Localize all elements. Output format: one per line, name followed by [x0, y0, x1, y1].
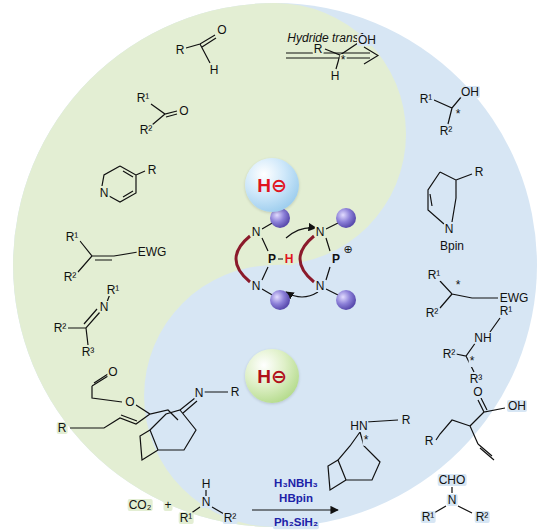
atom-label: R² — [425, 307, 440, 319]
atom-label: R — [474, 166, 485, 178]
atom-label: N — [251, 280, 262, 292]
atom-label: OH — [507, 400, 527, 412]
atom-label: N — [99, 187, 110, 199]
atom-label: CO₂ — [128, 499, 153, 511]
atom-label: * — [363, 434, 370, 446]
atom-label: O — [216, 24, 227, 36]
atom-label: H — [330, 70, 341, 82]
atom-label: R³ — [469, 373, 484, 385]
atom-label: R³ — [81, 346, 96, 358]
atom-label: R — [401, 414, 412, 426]
transfer-arrow — [286, 47, 378, 64]
atom-label: R² — [53, 322, 68, 334]
atom-label: ⊕ — [342, 244, 353, 255]
atom-label: CHO — [438, 474, 467, 486]
atom-label: N — [201, 496, 212, 508]
atom-label: R² — [439, 125, 454, 137]
atom-label: EWG — [499, 292, 530, 304]
atom-label: R² — [442, 348, 457, 360]
atom-label: O — [107, 366, 118, 378]
atom-label: R — [57, 422, 68, 434]
hydride-bubble: H⊖ — [245, 349, 299, 403]
atom-label: N — [444, 223, 455, 235]
reagent-label: HBpin — [278, 493, 314, 505]
atom-label: R — [424, 435, 435, 447]
atom-label: N — [251, 226, 262, 238]
atom-label: N — [315, 280, 326, 292]
atom-label: R¹ — [427, 269, 442, 281]
atom-label: H — [201, 478, 212, 490]
atom-label: R² — [63, 271, 78, 283]
reagent-label: Ph₂SiH₂ — [273, 517, 319, 529]
atom-label: OH — [460, 86, 480, 98]
hydride-bubble: H⊖ — [245, 158, 299, 212]
atom-label: R¹ — [421, 511, 436, 523]
atom-label: R² — [223, 512, 238, 524]
bonds — [68, 35, 505, 514]
atom-label: R¹ — [106, 284, 121, 296]
blue-half — [13, 3, 537, 527]
reagent-label: H₃NBH₃ — [273, 478, 319, 490]
hydride-symbol: H⊖ — [257, 367, 287, 386]
atom-label: R¹ — [136, 92, 151, 104]
atom-label: O — [124, 396, 135, 408]
atom-label: HN — [349, 420, 368, 432]
atom-label: * — [340, 54, 347, 66]
atom-label: R¹ — [419, 93, 434, 105]
atom-label: R¹ — [179, 512, 194, 524]
green-half — [13, 3, 406, 527]
atom-label: P — [267, 253, 277, 265]
atom-label: R — [175, 44, 186, 56]
atom-label: * — [469, 355, 476, 367]
atom-label: R — [147, 164, 158, 176]
atom-label: * — [455, 279, 462, 291]
atom-label: OH — [357, 34, 377, 46]
atom-label: H — [284, 253, 295, 265]
atom-label: * — [455, 108, 462, 120]
atom-label: EWG — [137, 246, 168, 258]
atom-label: R¹ — [65, 231, 80, 243]
atom-label: N — [194, 387, 205, 399]
atom-label: Bpin — [439, 240, 465, 252]
substituent-spheres — [270, 208, 356, 310]
atom-label: O — [178, 105, 189, 117]
atom-label: R² — [475, 511, 490, 523]
atom-label: N — [315, 226, 326, 238]
atom-label: R² — [139, 124, 154, 136]
atom-label: P — [331, 253, 341, 265]
atom-label: H — [209, 64, 220, 76]
atom-label: R — [230, 386, 241, 398]
atom-label: R — [313, 43, 324, 55]
hydride-symbol: H⊖ — [257, 176, 287, 195]
atom-label: O — [472, 386, 483, 398]
atom-label: + — [163, 499, 172, 511]
atom-label: N — [99, 301, 110, 313]
atom-label: NH — [473, 332, 492, 344]
atom-label: N — [447, 494, 458, 506]
atom-label: R¹ — [499, 305, 514, 317]
